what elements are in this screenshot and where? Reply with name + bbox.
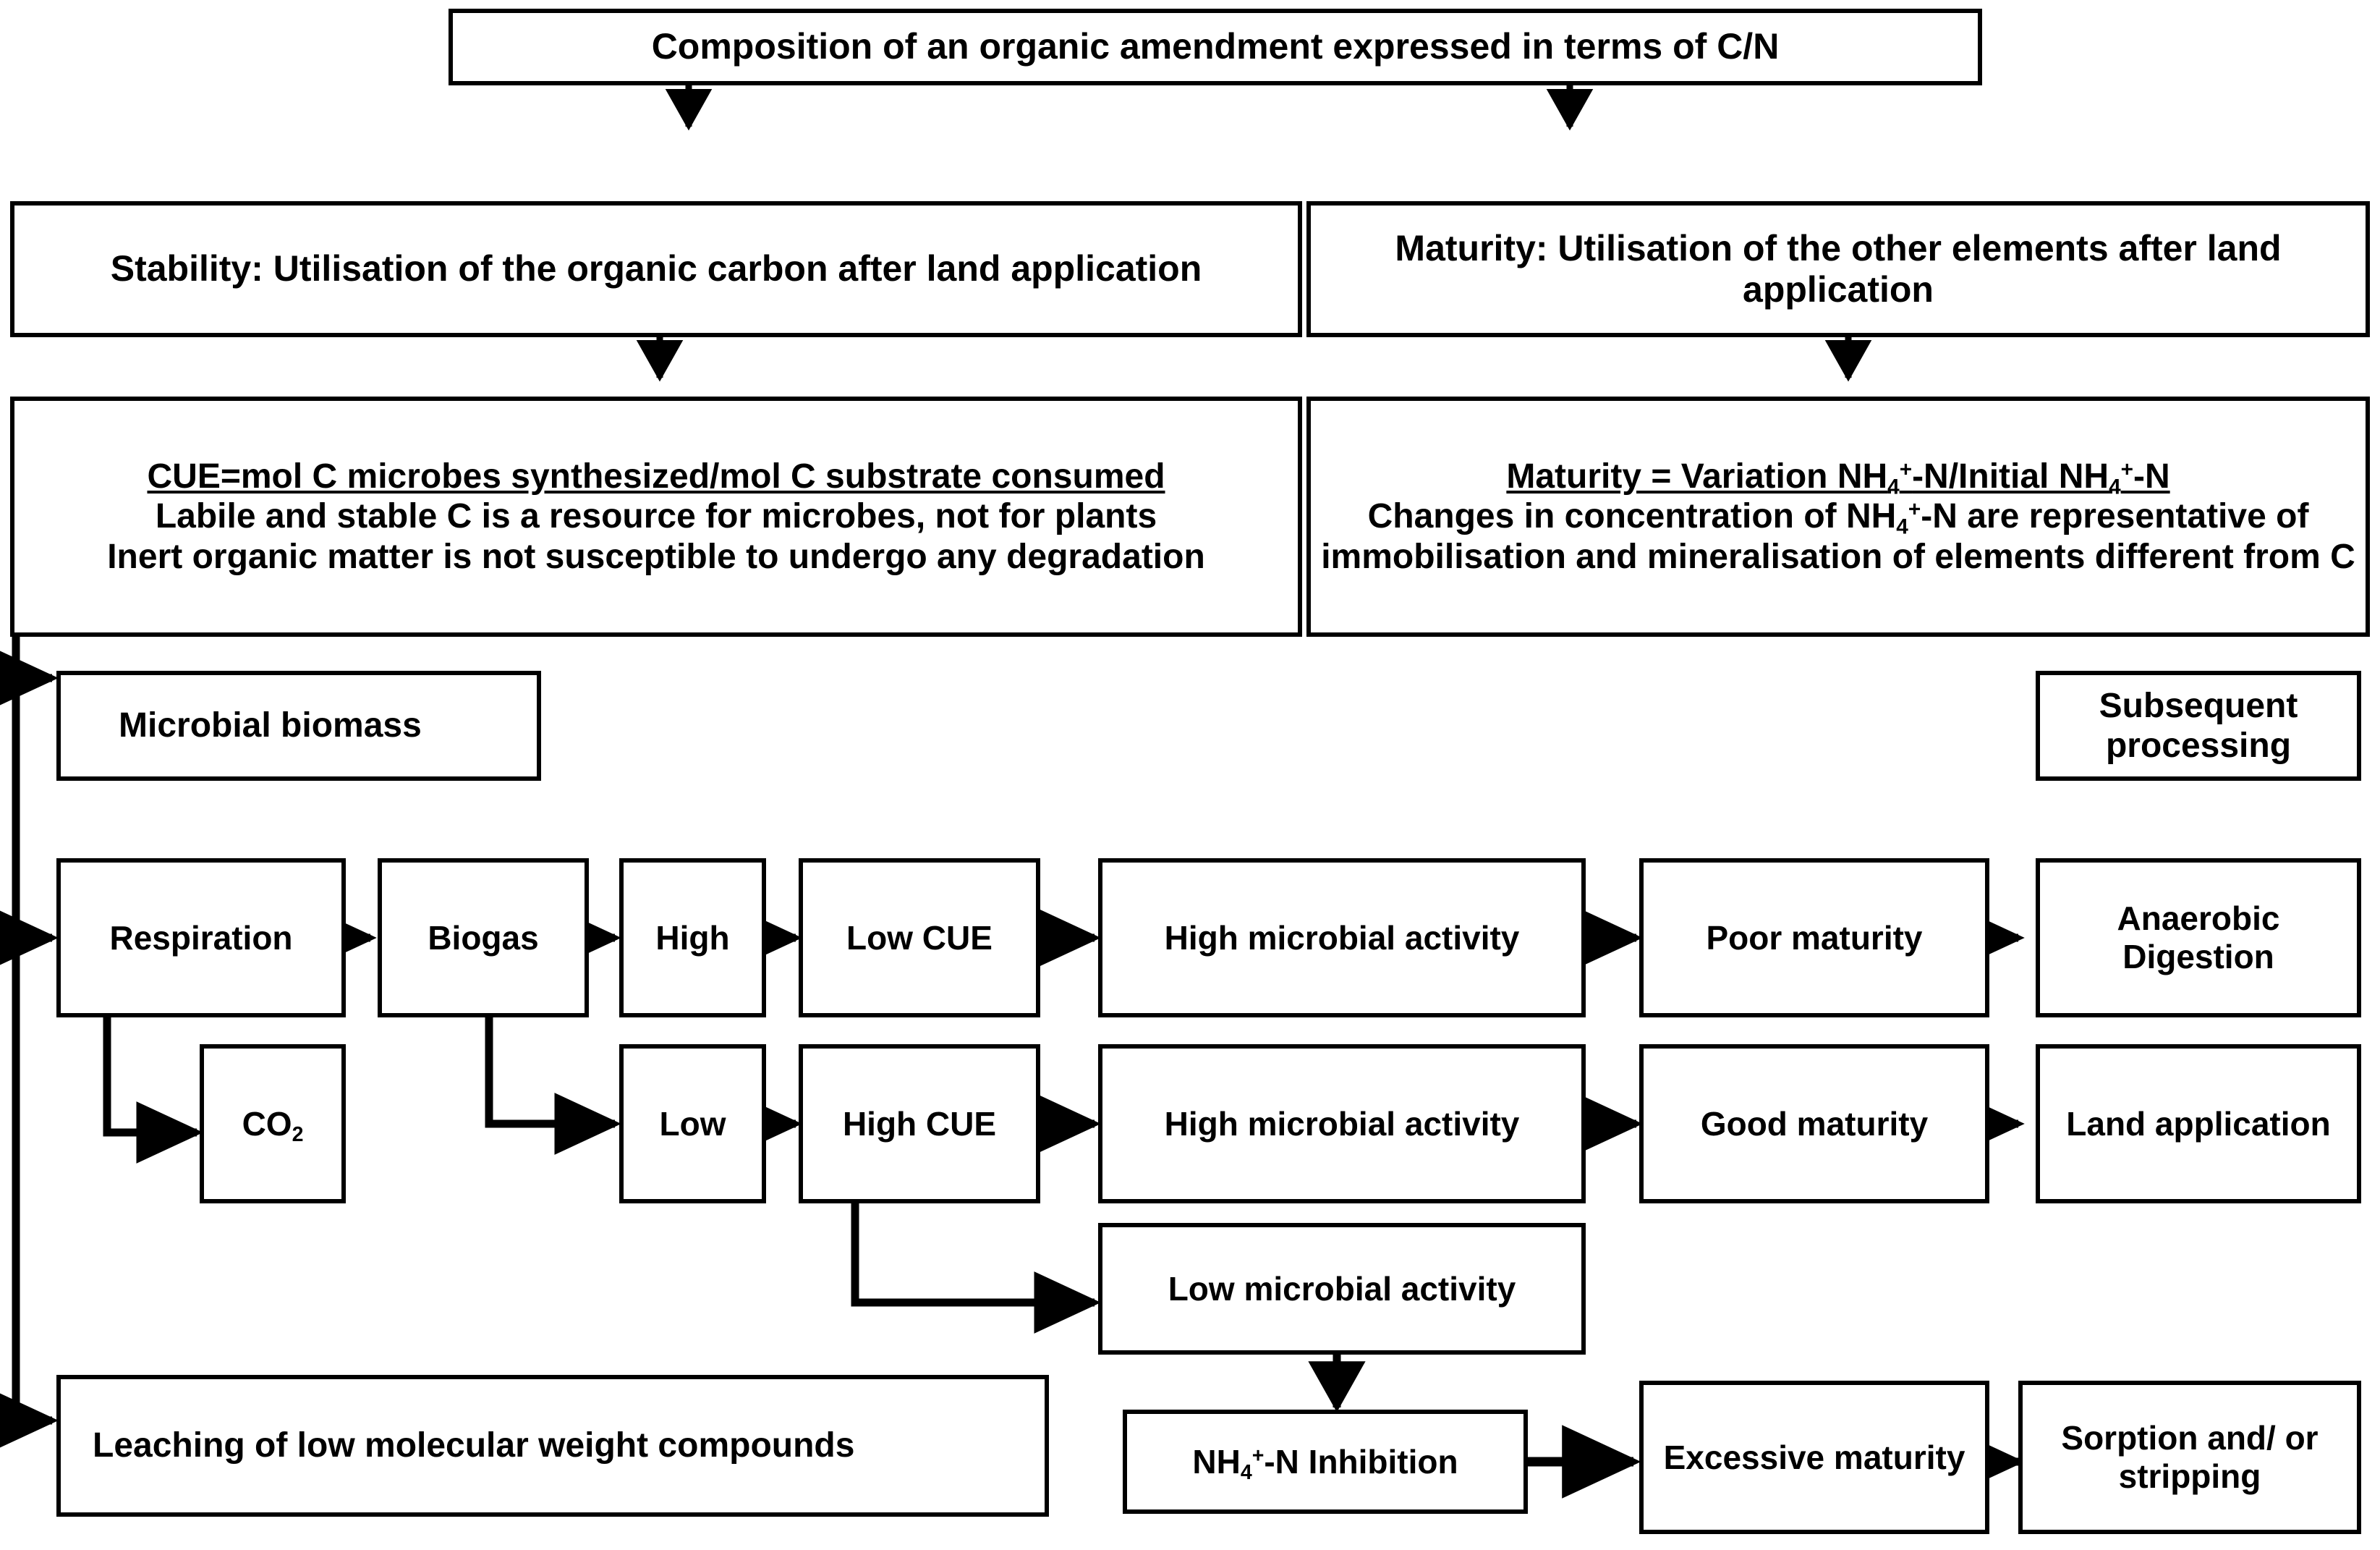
node-high-microbial-activity-1: High microbial activity — [1098, 858, 1586, 1017]
node-label-leaching: Leaching of low molecular weight compoun… — [93, 1426, 855, 1465]
mat-h-post: -N — [2133, 457, 2170, 496]
node-label-poor-maturity: Poor maturity — [1706, 918, 1923, 957]
cue-definition-line2: Labile and stable C is a resource for mi… — [155, 497, 1157, 536]
node-label-subsequent-processing: Subsequent processing — [2099, 686, 2298, 765]
node-co2: CO2 — [200, 1044, 346, 1203]
node-low: Low — [619, 1044, 766, 1203]
branch-box-stability: Stability: Utilisation of the organic ca… — [10, 201, 1302, 337]
node-high-cue: High CUE — [799, 1044, 1040, 1203]
node-biogas: Biogas — [378, 858, 589, 1017]
node-label-co2: CO2 — [211, 1104, 334, 1146]
branch-label-stability: Stability: Utilisation of the organic ca… — [110, 248, 1202, 289]
node-label-low-microbial-activity: Low microbial activity — [1168, 1269, 1516, 1308]
node-label-low-cue: Low CUE — [846, 918, 993, 957]
mat-b-sup: + — [1908, 497, 1921, 522]
nh4-sup: + — [1251, 1444, 1265, 1468]
cue-definition-heading: CUE=mol C microbes synthesized/mol C sub… — [147, 457, 1165, 496]
nh4-pre: NH — [1192, 1442, 1241, 1481]
branch-box-maturity: Maturity: Utilisation of the other eleme… — [1306, 201, 2370, 337]
maturity-definition-body: Changes in concentration of NH4+-N are r… — [1318, 496, 2358, 576]
node-excessive-maturity: Excessive maturity — [1639, 1381, 1989, 1534]
definition-box-maturity: Maturity = Variation NH4+-N/Initial NH4+… — [1306, 397, 2370, 637]
node-low-cue: Low CUE — [799, 858, 1040, 1017]
node-label-high: High — [655, 918, 730, 957]
node-high: High — [619, 858, 766, 1017]
node-land-application: Land application — [2036, 1044, 2361, 1203]
nh4-post: -N Inhibition — [1264, 1442, 1458, 1481]
node-label-nh4-inhibition: NH4+-N Inhibition — [1134, 1442, 1516, 1484]
node-leaching: Leaching of low molecular weight compoun… — [56, 1375, 1049, 1517]
node-sorption-stripping: Sorption and/ or stripping — [2018, 1381, 2361, 1534]
title-label: Composition of an organic amendment expr… — [651, 26, 1780, 67]
node-label-anaerobic-digestion: Anaerobic Digestion — [2117, 899, 2280, 975]
node-subsequent-processing: Subsequent processing — [2036, 671, 2361, 781]
title-box: Composition of an organic amendment expr… — [449, 9, 1982, 85]
mat-h-sub2: 4 — [2109, 475, 2121, 499]
mat-h-pre: Maturity = Variation NH — [1506, 457, 1888, 496]
mat-h-mid: -N/Initial NH — [1912, 457, 2109, 496]
co2-pre: CO — [242, 1104, 292, 1143]
node-label-good-maturity: Good maturity — [1700, 1104, 1929, 1143]
node-label-microbial-biomass: Microbial biomass — [119, 706, 422, 745]
co2-sub: 2 — [292, 1122, 304, 1146]
node-good-maturity: Good maturity — [1639, 1044, 1989, 1203]
node-microbial-biomass: Microbial biomass — [56, 671, 541, 781]
node-low-microbial-activity: Low microbial activity — [1098, 1223, 1586, 1355]
node-label-high-cue: High CUE — [842, 1104, 997, 1143]
node-label-excessive-maturity: Excessive maturity — [1663, 1438, 1965, 1476]
node-label-low: Low — [659, 1104, 726, 1143]
mat-b-post: -N are representative of immobilisation … — [1321, 497, 2355, 576]
node-anaerobic-digestion: Anaerobic Digestion — [2036, 858, 2361, 1017]
branch-label-maturity: Maturity: Utilisation of the other eleme… — [1395, 227, 2282, 310]
node-label-high-microbial-activity-2: High microbial activity — [1164, 1104, 1520, 1143]
mat-h-sup2: + — [2120, 457, 2133, 482]
node-high-microbial-activity-2: High microbial activity — [1098, 1044, 1586, 1203]
node-nh4-inhibition: NH4+-N Inhibition — [1123, 1410, 1528, 1514]
node-poor-maturity: Poor maturity — [1639, 858, 1989, 1017]
node-label-biogas: Biogas — [428, 918, 539, 957]
node-respiration: Respiration — [56, 858, 346, 1017]
mat-b-sub: 4 — [1896, 514, 1908, 539]
cue-definition-line3: Inert organic matter is not susceptible … — [107, 537, 1205, 576]
mat-b-pre: Changes in concentration of NH — [1367, 497, 1897, 536]
mat-h-sup1: + — [1899, 457, 1913, 482]
definition-box-stability: CUE=mol C microbes synthesized/mol C sub… — [10, 397, 1302, 637]
node-label-land-application: Land application — [2066, 1104, 2331, 1143]
node-label-high-microbial-activity-1: High microbial activity — [1164, 918, 1520, 957]
node-label-respiration: Respiration — [109, 918, 293, 957]
maturity-definition-heading: Maturity = Variation NH4+-N/Initial NH4+… — [1318, 457, 2358, 499]
mat-h-sub1: 4 — [1887, 475, 1900, 499]
nh4-sub: 4 — [1240, 1460, 1252, 1484]
node-label-sorption-stripping: Sorption and/ or stripping — [2061, 1419, 2319, 1495]
